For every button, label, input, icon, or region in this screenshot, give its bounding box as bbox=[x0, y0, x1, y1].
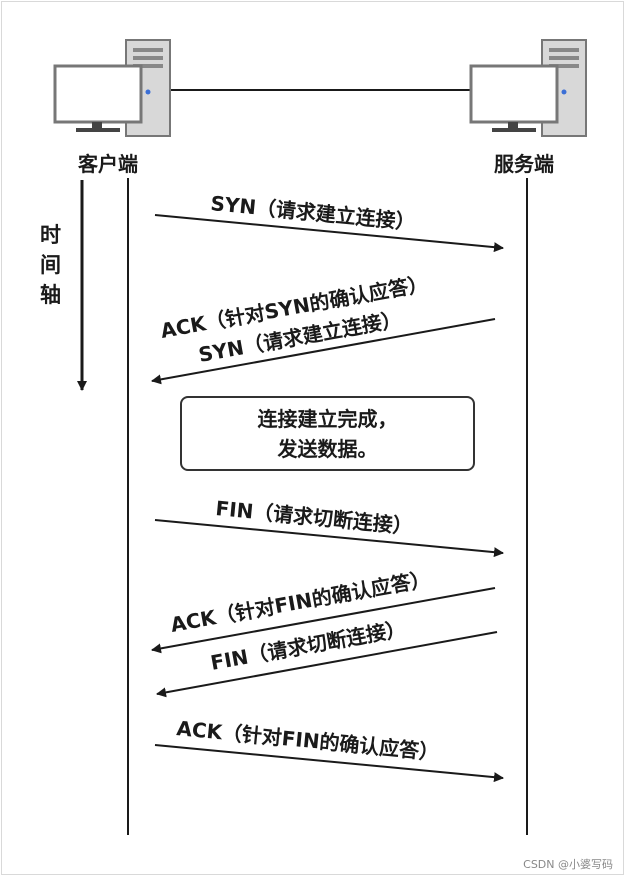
time-axis-char: 轴 bbox=[40, 283, 61, 307]
fin-server-arrow bbox=[156, 631, 498, 698]
server-label: 服务端 bbox=[494, 152, 554, 176]
time-axis-label: 时 间 轴 bbox=[40, 220, 70, 310]
fin-client-label: FIN（请求切断连接） bbox=[215, 496, 414, 539]
ack-fin-client-arrow bbox=[154, 744, 504, 783]
fin-client-arrow bbox=[154, 519, 504, 558]
server-computer-icon bbox=[469, 39, 587, 137]
syn-label: SYN（请求建立连接） bbox=[210, 191, 417, 234]
data-box-line1: 连接建立完成， bbox=[257, 406, 398, 431]
syn-arrow bbox=[154, 214, 504, 253]
ack-fin-server-arrow bbox=[151, 587, 496, 654]
time-axis-char: 时 bbox=[40, 223, 61, 247]
client-computer-icon bbox=[53, 39, 171, 137]
watermark: CSDN @小婆写码 bbox=[523, 858, 613, 871]
data-transfer-box: 连接建立完成， 发送数据。 bbox=[180, 396, 475, 471]
ack-fin-client-label: ACK（针对FIN的确认应答） bbox=[176, 716, 441, 765]
client-label: 客户端 bbox=[78, 152, 138, 176]
syn-ack-arrow bbox=[151, 318, 496, 385]
time-axis-char: 间 bbox=[40, 253, 61, 277]
data-box-line2: 发送数据。 bbox=[277, 436, 378, 461]
